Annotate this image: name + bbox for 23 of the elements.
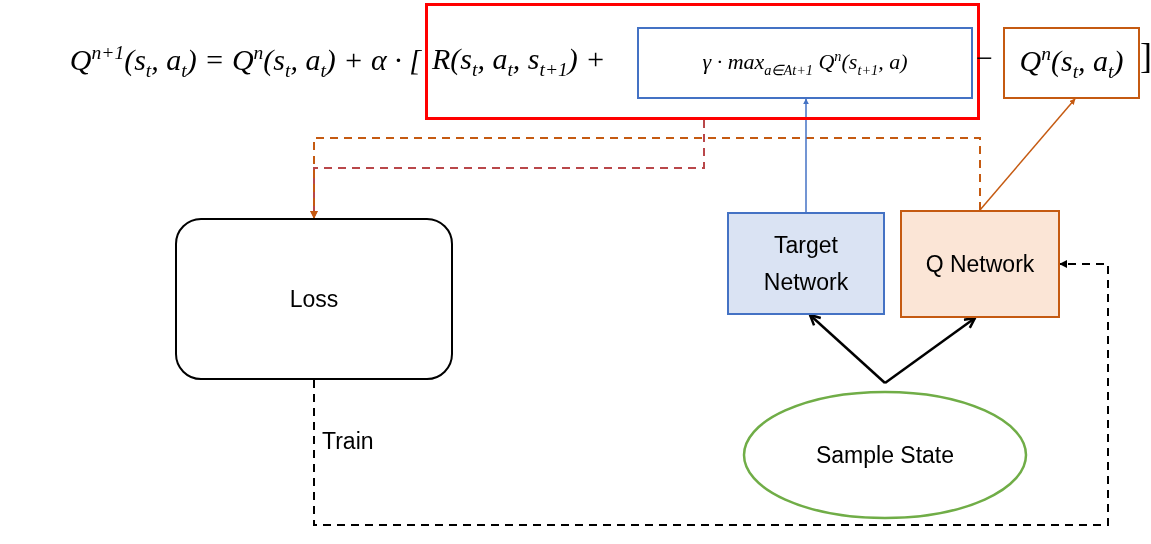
process-box xyxy=(900,210,1060,318)
formula-symbol: ] xyxy=(1140,38,1151,74)
formula-text: Q$^{n+1}$(s$_{t}$, a$_{t}$) = Q$^{n}$(s$_{t}$, a$_{t}$) + α · [ xyxy=(69,43,421,81)
formula-text: Q$^{n}$(s$_{t}$, a$_{t}$) xyxy=(1019,43,1124,83)
highlight-box xyxy=(637,27,973,99)
node-label: Loss xyxy=(289,284,339,314)
arrow xyxy=(313,260,1109,526)
node-label: Q Network xyxy=(925,249,1035,279)
arrow xyxy=(310,137,981,219)
formula-symbol: − xyxy=(976,43,993,73)
formula-text: R(s$_{t}$, a$_{t}$, s$_{t+1}$) + xyxy=(432,42,606,81)
ellipse-node xyxy=(742,390,1028,520)
process-box xyxy=(175,218,453,380)
arrow xyxy=(979,98,1076,211)
node-label: Sample State xyxy=(815,440,955,470)
node-label: Target Network xyxy=(762,230,850,297)
formula-text: γ · max$_{a∈A}$$_{t+1}$ Q$^{n}$(s$_{t+1}$, a) xyxy=(702,47,908,79)
arrow xyxy=(808,313,886,384)
highlight-box xyxy=(1003,27,1140,99)
highlight-box xyxy=(425,3,980,120)
arrow xyxy=(884,316,977,384)
arrow xyxy=(803,98,809,213)
process-box xyxy=(727,212,885,315)
